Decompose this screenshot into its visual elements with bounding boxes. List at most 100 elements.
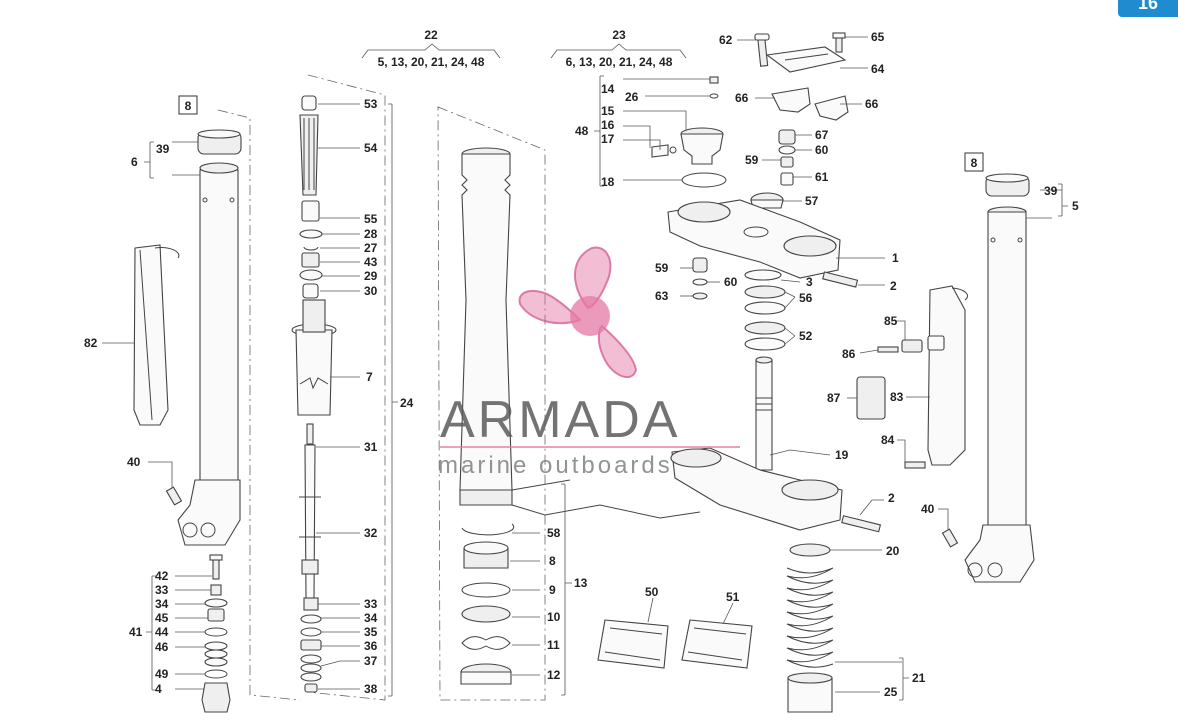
left-fork-leg: 8 xyxy=(102,95,301,701)
label-34-center: 34 xyxy=(364,611,378,625)
label-53: 53 xyxy=(364,97,378,111)
label-2-bottom: 2 xyxy=(888,491,895,505)
label-58: 58 xyxy=(547,526,561,540)
part-66-b xyxy=(814,95,849,121)
label-13: 13 xyxy=(574,576,588,590)
label-44: 44 xyxy=(155,625,169,639)
fork-guard-82 xyxy=(133,244,169,426)
label-29: 29 xyxy=(364,269,378,283)
label-10: 10 xyxy=(547,610,561,624)
label-26: 26 xyxy=(625,90,639,104)
fork-tube-right xyxy=(987,211,1027,531)
label-35: 35 xyxy=(364,625,378,639)
label-16: 16 xyxy=(601,118,615,132)
label-66-a: 66 xyxy=(735,91,749,105)
label-57: 57 xyxy=(805,194,819,208)
fork-foot-left xyxy=(177,479,241,546)
part-87 xyxy=(856,376,886,420)
label-55: 55 xyxy=(364,212,378,226)
label-31: 31 xyxy=(364,440,378,454)
label-83: 83 xyxy=(890,390,904,404)
label-36: 36 xyxy=(364,639,378,653)
label-33-center: 33 xyxy=(364,597,378,611)
label-67: 67 xyxy=(815,128,829,142)
label-54: 54 xyxy=(364,141,378,155)
label-84: 84 xyxy=(881,433,895,447)
label-60-top: 60 xyxy=(815,143,829,157)
label-82: 82 xyxy=(84,336,98,350)
label-42: 42 xyxy=(155,569,169,583)
spring-21 xyxy=(786,567,834,668)
label-66-b: 66 xyxy=(865,97,879,111)
fork-foot-right xyxy=(964,524,1035,583)
label-11: 11 xyxy=(547,638,560,652)
label-27: 27 xyxy=(364,241,378,255)
label-85: 85 xyxy=(884,314,898,328)
part-50 xyxy=(597,619,669,669)
boxed-label-left: 8 xyxy=(185,99,192,113)
label-39-right: 39 xyxy=(1044,184,1058,198)
label-33-left: 33 xyxy=(155,583,169,597)
label-38: 38 xyxy=(364,682,378,696)
label-34-left: 34 xyxy=(155,597,169,611)
label-2-top: 2 xyxy=(890,279,897,293)
group-22-items: 5, 13, 20, 21, 24, 48 xyxy=(378,55,485,69)
label-59-top: 59 xyxy=(745,153,759,167)
damper-cartridge-24 xyxy=(291,74,386,701)
label-50: 50 xyxy=(645,585,659,599)
label-6: 6 xyxy=(131,155,138,169)
label-52: 52 xyxy=(799,329,813,343)
fork-tube-left xyxy=(199,169,239,481)
lower-triple-clamp xyxy=(670,356,909,713)
label-8-center: 8 xyxy=(549,554,556,568)
label-25: 25 xyxy=(884,685,898,699)
label-15: 15 xyxy=(601,104,615,118)
label-56: 56 xyxy=(799,291,813,305)
label-87: 87 xyxy=(827,391,841,405)
label-14: 14 xyxy=(601,82,615,96)
bracket-22 xyxy=(361,43,501,59)
label-40-left: 40 xyxy=(127,455,141,469)
label-21: 21 xyxy=(912,671,926,685)
label-45: 45 xyxy=(155,611,169,625)
boxed-ref-left xyxy=(178,95,198,115)
label-60-mid: 60 xyxy=(724,275,738,289)
label-61: 61 xyxy=(815,170,829,184)
label-46: 46 xyxy=(155,640,169,654)
part-19 xyxy=(671,447,843,531)
part-51 xyxy=(681,619,753,669)
handlebar-clamps xyxy=(737,32,868,209)
label-12: 12 xyxy=(547,668,561,682)
label-40-right: 40 xyxy=(921,502,935,516)
label-4: 4 xyxy=(155,682,162,696)
label-24: 24 xyxy=(400,396,414,410)
label-64: 64 xyxy=(871,62,885,76)
label-37: 37 xyxy=(364,654,378,668)
label-62: 62 xyxy=(719,33,733,47)
left-damper-stack xyxy=(146,554,231,713)
label-30: 30 xyxy=(364,284,378,298)
group-23-items: 6, 13, 20, 21, 24, 48 xyxy=(566,55,673,69)
right-fork-leg: 8 xyxy=(847,152,1068,583)
label-9: 9 xyxy=(549,583,556,597)
spring-kits xyxy=(597,597,753,669)
boxed-ref-right xyxy=(964,152,984,172)
label-39-left: 39 xyxy=(156,142,170,156)
label-48: 48 xyxy=(575,124,589,138)
group-23-number: 23 xyxy=(612,28,626,42)
label-7: 7 xyxy=(366,370,373,384)
label-51: 51 xyxy=(726,590,740,604)
fork-guard-83 xyxy=(927,285,966,466)
label-41: 41 xyxy=(129,625,143,639)
part-64 xyxy=(765,46,847,73)
steering-stem xyxy=(755,359,773,471)
bracket-23 xyxy=(550,43,687,59)
boxed-label-right: 8 xyxy=(971,156,978,170)
label-32: 32 xyxy=(364,526,378,540)
part-66-a xyxy=(771,87,811,113)
label-1: 1 xyxy=(892,251,899,265)
label-59-mid: 59 xyxy=(655,261,669,275)
label-17: 17 xyxy=(601,132,615,146)
page-number-badge: 16 xyxy=(1118,0,1178,17)
